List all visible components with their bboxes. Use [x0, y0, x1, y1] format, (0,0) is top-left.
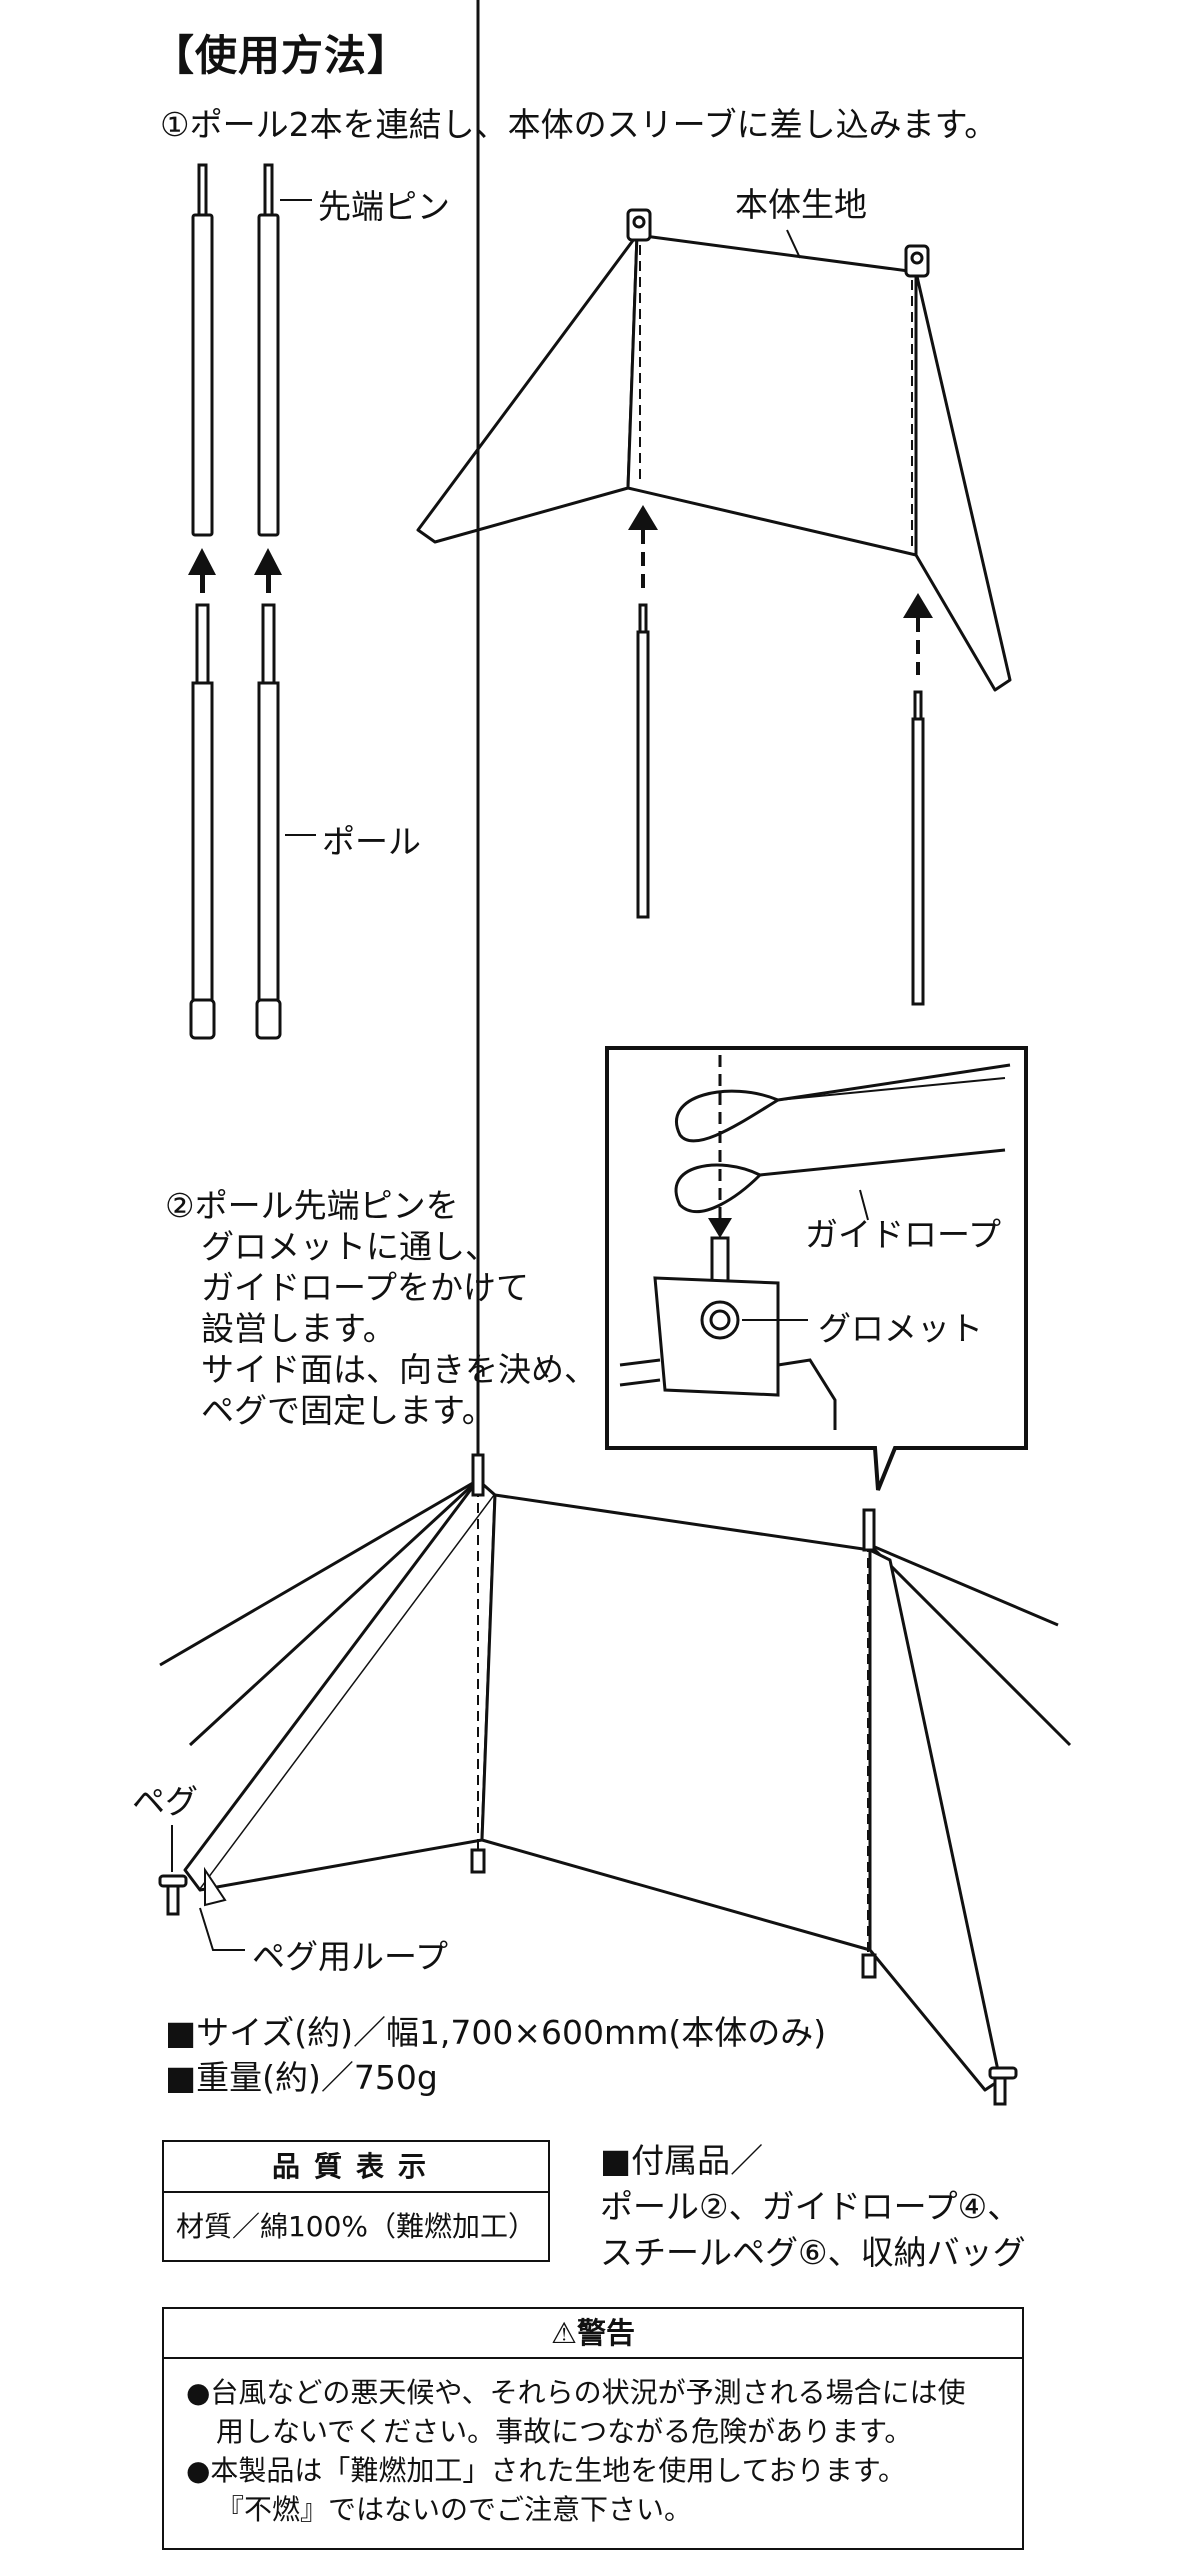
warning-line: 用しないでください。事故につながる危険があります。	[216, 2415, 913, 2448]
warning-line: 『不燃』ではないのでご注意下さい。	[216, 2493, 693, 2526]
step2-instruction: ②ポール先端ピンを グロメットに通し、 ガイドロープをかけて 設営します。 サイ…	[165, 1185, 597, 1431]
quality-label-box: 品質表示 材質／綿100%（難燃加工）	[162, 2140, 550, 2262]
pole-upper-left	[191, 163, 214, 537]
warning-body: ●台風などの悪天候や、それらの状況が予測される場合には使 用しないでください。事…	[164, 2359, 1022, 2529]
tip-pin-label: 先端ピン	[318, 187, 450, 226]
quality-material: 材質／綿100%（難燃加工）	[175, 2210, 537, 2243]
accessories-line: スチールペグ⑥、収納バッグ	[600, 2233, 1026, 2272]
insert-arrow-right	[903, 593, 933, 675]
quality-header: 品質表示	[164, 2142, 548, 2193]
insert-pole-right	[911, 690, 925, 1006]
connect-arrow-left	[188, 548, 216, 593]
connect-arrow-right	[254, 548, 282, 593]
step1-instruction: ①ポール2本を連結し、本体のスリーブに差し込みます。	[160, 105, 998, 144]
step2-line: 設営します。	[201, 1309, 396, 1348]
guy-rope-leader	[859, 1189, 869, 1221]
spec-list: ■サイズ(約)／幅1,700×600mm(本体のみ) ■重量(約)／750g	[165, 2010, 826, 2100]
step2-line: サイド面は、向きを決め、	[201, 1350, 597, 1389]
spec-weight: ■重量(約)／750g	[165, 2058, 438, 2097]
accessories-line: ポール②、ガイドロープ④、	[600, 2187, 1021, 2226]
assembled-screen	[159, 0, 1072, 2092]
warning-box: ⚠警告 ●台風などの悪天候や、それらの状況が予測される場合には使 用しないでくだ…	[162, 2307, 1024, 2550]
pole-lower-right	[255, 603, 282, 1040]
callout-box	[605, 1046, 1028, 1491]
pole-upper-right	[257, 163, 280, 537]
page-heading: 【使用方法】	[152, 31, 411, 80]
fabric-leader	[786, 229, 801, 259]
accessories-list: ■付属品／ ポール②、ガイドロープ④、 スチールペグ⑥、収納バッグ	[600, 2138, 1026, 2276]
grommet-label: グロメット	[818, 1309, 983, 1348]
body-fabric-figure	[416, 208, 1012, 692]
spec-size: ■サイズ(約)／幅1,700×600mm(本体のみ)	[165, 2013, 827, 2052]
pole-lower-left	[189, 603, 216, 1040]
step2-line: ペグで固定します。	[201, 1391, 495, 1430]
peg-loop-label: ペグ用ループ	[252, 1937, 449, 1976]
peg-right	[988, 2066, 1018, 2106]
peg-label: ペグ	[132, 1782, 198, 1821]
guy-rope-label: ガイドロープ	[805, 1215, 1002, 1254]
insert-pole-left	[636, 603, 650, 919]
pole-label: ポール	[322, 822, 421, 861]
step2-line: ②ポール先端ピンを	[165, 1186, 459, 1225]
warning-header: ⚠警告	[164, 2309, 1022, 2359]
warning-line: ●本製品は「難燃加工」された生地を使用しております。	[186, 2454, 906, 2487]
peg-loop-leader	[199, 1907, 245, 1951]
accessories-line: ■付属品／	[600, 2141, 764, 2180]
step2-line: グロメットに通し、	[201, 1227, 498, 1266]
step2-line: ガイドロープをかけて	[201, 1268, 530, 1307]
warning-line: ●台風などの悪天候や、それらの状況が予測される場合には使	[186, 2376, 966, 2409]
insert-arrow-left	[628, 505, 658, 590]
body-fabric-label: 本体生地	[735, 185, 867, 224]
peg-left	[158, 1874, 188, 1916]
